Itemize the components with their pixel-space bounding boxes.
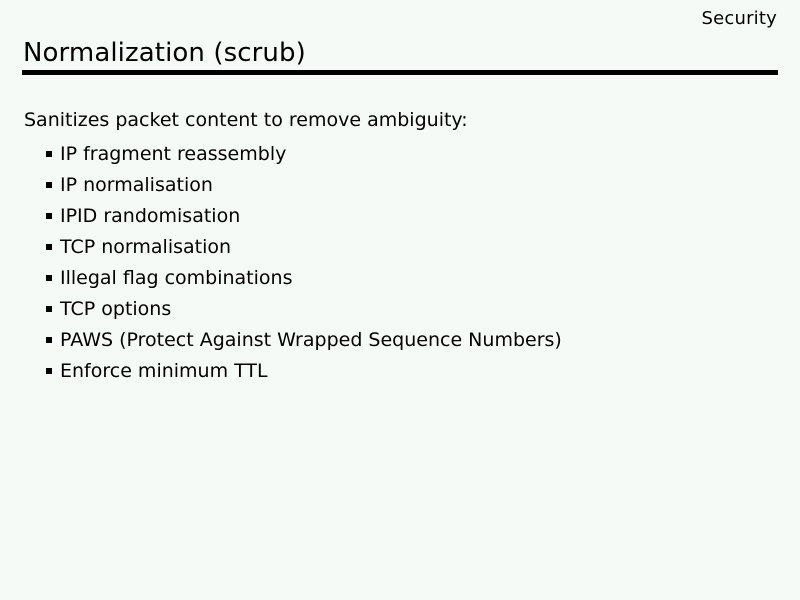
title-divider — [22, 70, 778, 75]
bullet-list: IP fragment reassembly IP normalisation … — [46, 141, 562, 389]
list-item-label: IP fragment reassembly — [60, 143, 287, 165]
square-bullet-icon — [46, 368, 52, 374]
intro-text: Sanitizes packet content to remove ambig… — [24, 109, 468, 131]
square-bullet-icon — [46, 182, 52, 188]
list-item: Enforce minimum TTL — [46, 358, 562, 389]
list-item: PAWS (Protect Against Wrapped Sequence N… — [46, 327, 562, 358]
list-item-label: IPID randomisation — [60, 205, 241, 227]
list-item-label: TCP normalisation — [60, 236, 232, 258]
list-item-label: IP normalisation — [60, 174, 213, 196]
square-bullet-icon — [46, 151, 52, 157]
list-item: Illegal flag combinations — [46, 265, 562, 296]
list-item-label: Enforce minimum TTL — [60, 360, 268, 382]
square-bullet-icon — [46, 275, 52, 281]
list-item: IP normalisation — [46, 172, 562, 203]
list-item-label: TCP options — [60, 298, 172, 320]
running-head: Security — [701, 8, 777, 29]
list-item: TCP normalisation — [46, 234, 562, 265]
list-item: TCP options — [46, 296, 562, 327]
page-title: Normalization (scrub) — [23, 38, 306, 68]
list-item-label: Illegal flag combinations — [60, 267, 293, 289]
square-bullet-icon — [46, 244, 52, 250]
square-bullet-icon — [46, 337, 52, 343]
square-bullet-icon — [46, 213, 52, 219]
list-item: IPID randomisation — [46, 203, 562, 234]
list-item: IP fragment reassembly — [46, 141, 562, 172]
list-item-label: PAWS (Protect Against Wrapped Sequence N… — [60, 329, 562, 351]
square-bullet-icon — [46, 306, 52, 312]
